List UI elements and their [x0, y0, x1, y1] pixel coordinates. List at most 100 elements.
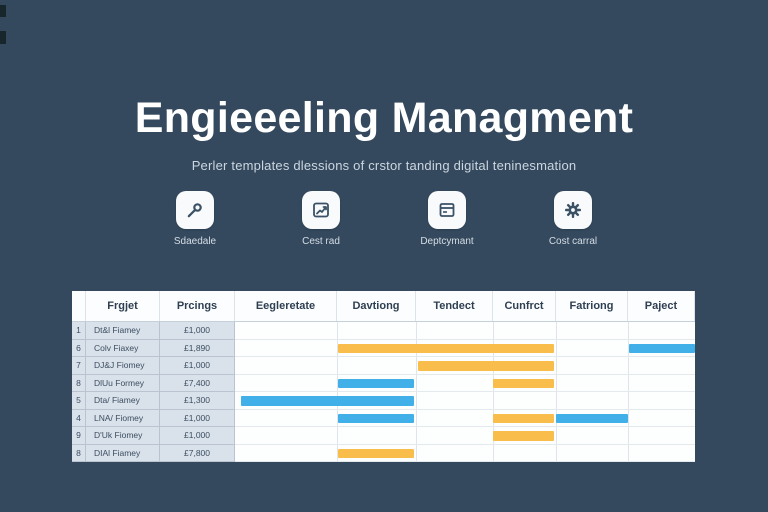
- row-price: £7,400: [160, 374, 235, 392]
- orange-gantt-bar: [493, 413, 554, 423]
- gantt-gridline: [555, 374, 557, 391]
- window-icon: [437, 200, 457, 220]
- gantt-row: [235, 392, 695, 410]
- row-name: DlUu Formey: [86, 374, 160, 392]
- gantt-row: [235, 339, 695, 357]
- feature-card-schedule[interactable]: [176, 191, 214, 229]
- gantt-gridline: [493, 322, 494, 339]
- table-row: 1 Dt&l Fiamey £1,000: [72, 322, 695, 340]
- gantt-gridline: [336, 357, 338, 374]
- feature-label: Cest rad: [302, 236, 340, 247]
- row-number: 7: [72, 357, 86, 375]
- column-header: Eegleretate: [235, 291, 337, 321]
- gantt-gridline: [627, 322, 629, 339]
- feature-list: Sdaedale Cest rad: [0, 191, 768, 247]
- row-name: DIAl Fiamey: [86, 444, 160, 462]
- blue-gantt-bar: [338, 413, 414, 423]
- row-number: 6: [72, 339, 86, 357]
- table-row: 8 DlUu Formey £7,400: [72, 374, 695, 392]
- page-title: Engieeeling Managment: [134, 94, 634, 142]
- row-number: 4: [72, 409, 86, 427]
- feature-label: Deptcymant: [420, 236, 474, 247]
- feature-item-chart[interactable]: Cest rad: [293, 191, 349, 247]
- gantt-gridline: [627, 339, 629, 356]
- orange-gantt-bar: [338, 343, 554, 353]
- feature-card-deployment[interactable]: [428, 191, 466, 229]
- gantt-gridline: [416, 427, 417, 444]
- blue-gantt-bar: [629, 343, 695, 353]
- gantt-gridline: [627, 409, 629, 426]
- gantt-gridline: [336, 322, 338, 339]
- row-number: 5: [72, 392, 86, 410]
- column-header: Davtiong: [337, 291, 416, 321]
- gantt-gridline: [336, 409, 338, 426]
- wrench-icon: [185, 200, 205, 220]
- gantt-gridline: [555, 357, 557, 374]
- row-price: £1,000: [160, 322, 235, 340]
- row-number: 8: [72, 374, 86, 392]
- table-row: 8 DIAl Fiamey £7,800: [72, 444, 695, 462]
- row-number: 9: [72, 427, 86, 445]
- column-header: Prcings: [160, 291, 235, 321]
- gantt-gridline: [627, 427, 629, 444]
- header-corner-cell: [72, 291, 86, 321]
- gantt-gridline: [555, 444, 557, 461]
- chart-icon: [311, 200, 331, 220]
- row-price: £7,800: [160, 444, 235, 462]
- gantt-gridline: [336, 374, 338, 391]
- row-number: 1: [72, 322, 86, 340]
- gantt-gridline: [627, 357, 629, 374]
- feature-card-chart[interactable]: [302, 191, 340, 229]
- row-name: DJ&J Fiomey: [86, 357, 160, 375]
- feature-item-deployment[interactable]: Deptcymant: [419, 191, 475, 247]
- feature-item-cost-control[interactable]: Cost carral: [545, 191, 601, 247]
- gantt-gridline: [416, 357, 417, 374]
- gantt-gridline: [416, 444, 417, 461]
- row-number: 8: [72, 444, 86, 462]
- column-header: Frgjet: [86, 291, 160, 321]
- gantt-gridline: [416, 392, 417, 409]
- gantt-table: Frgjet Prcings Eegleretate Davtiong Tend…: [72, 291, 695, 462]
- gantt-gridline: [336, 339, 338, 356]
- page-subtitle: Perler templates dlessions of crstor tan…: [191, 158, 577, 174]
- row-price: £1,000: [160, 427, 235, 445]
- feature-label: Cost carral: [548, 236, 598, 247]
- table-row: 9 D'Uk Fiomey £1,000: [72, 427, 695, 445]
- edge-artifact: [0, 31, 6, 44]
- gantt-row: [235, 409, 695, 427]
- gantt-gridline: [627, 392, 629, 409]
- gantt-row: [235, 357, 695, 375]
- row-price: £1,000: [160, 409, 235, 427]
- feature-label: Sdaedale: [173, 236, 217, 247]
- gantt-row: [235, 322, 695, 340]
- row-name: D'Uk Fiomey: [86, 427, 160, 445]
- gantt-gridline: [416, 322, 417, 339]
- gantt-gridline: [416, 409, 417, 426]
- gantt-gridline: [555, 427, 557, 444]
- gantt-gridline: [555, 392, 557, 409]
- orange-gantt-bar: [493, 378, 554, 388]
- blue-gantt-bar: [556, 413, 628, 423]
- edge-artifact: [0, 5, 6, 17]
- gantt-gridline: [416, 374, 417, 391]
- gantt-gridline: [493, 444, 494, 461]
- table-header-row: Frgjet Prcings Eegleretate Davtiong Tend…: [72, 291, 695, 322]
- hero-section: Engieeeling Managment Perler templates d…: [0, 0, 768, 173]
- feature-card-cost-control[interactable]: [554, 191, 592, 229]
- gantt-row: [235, 374, 695, 392]
- orange-gantt-bar: [493, 431, 554, 441]
- column-header: Cunfrct: [493, 291, 556, 321]
- table-row: 7 DJ&J Fiomey £1,000: [72, 357, 695, 375]
- gantt-gridline: [555, 339, 557, 356]
- feature-item-schedule[interactable]: Sdaedale: [167, 191, 223, 247]
- orange-gantt-bar: [338, 448, 414, 458]
- gantt-gridline: [555, 322, 557, 339]
- gantt-gridline: [336, 444, 338, 461]
- row-price: £1,890: [160, 339, 235, 357]
- column-header: Paject: [628, 291, 695, 321]
- table-row: 5 Dta/ Fiamey £1,300: [72, 392, 695, 410]
- gantt-gridline: [336, 427, 338, 444]
- gantt-row: [235, 427, 695, 445]
- row-name: Colv Fiaxey: [86, 339, 160, 357]
